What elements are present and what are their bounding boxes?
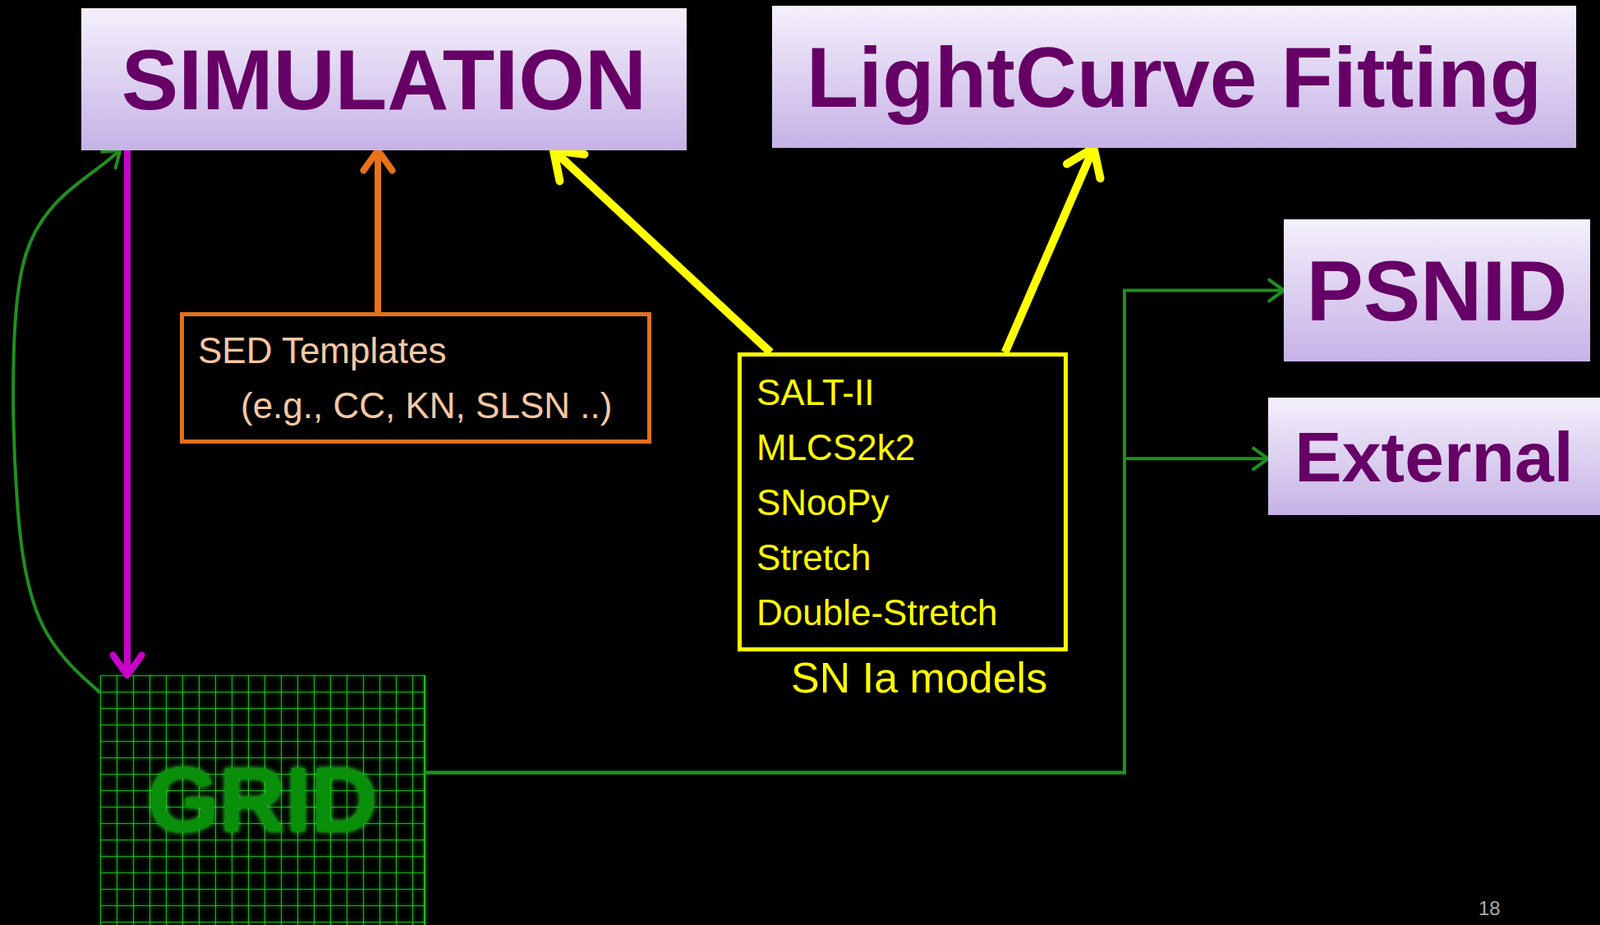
connector-line — [13, 150, 120, 693]
model-list-box: SALT-IIMLCS2k2SNooPyStretchDouble-Stretc… — [737, 352, 1068, 652]
connector — [13, 150, 120, 693]
connector — [424, 280, 1284, 773]
node-text: SNooPy — [756, 474, 889, 530]
connector-line — [1005, 147, 1095, 353]
connector — [424, 448, 1269, 773]
node-text: LightCurve Fitting — [806, 34, 1542, 120]
template-box: SED Templates(e.g., CC, KN, SLSN ..) — [179, 312, 652, 444]
node-text: External — [1294, 421, 1573, 492]
node-text: SED Templates — [197, 322, 446, 378]
grid-node: GRID — [100, 675, 425, 925]
process-box: PSNID — [1283, 219, 1591, 362]
arrow-head — [113, 655, 143, 676]
grid-fill — [100, 675, 425, 925]
process-box: LightCurve Fitting — [772, 5, 1577, 148]
arrow-head — [553, 150, 585, 181]
page-number: 18 — [1478, 896, 1501, 921]
connector-line — [424, 458, 1269, 773]
node-text: SIMULATION — [121, 36, 647, 123]
connector-line — [553, 150, 771, 353]
connector-line — [374, 150, 382, 313]
node-text: Stretch — [756, 529, 871, 585]
connector — [363, 150, 393, 313]
arrow-head — [1268, 280, 1284, 302]
node-text: MLCS2k2 — [756, 419, 915, 475]
node-text: GRID — [147, 754, 378, 846]
connector — [1005, 147, 1101, 353]
arrow-head — [101, 150, 120, 168]
grid-edge — [423, 675, 426, 925]
connector-line — [124, 150, 131, 676]
connector — [553, 150, 771, 353]
group-caption: SN Ia models — [790, 652, 1048, 704]
node-text: Double-Stretch — [756, 584, 998, 640]
process-box: SIMULATION — [81, 8, 687, 151]
node-text: SALT-II — [756, 364, 874, 420]
process-box: External — [1268, 397, 1600, 515]
connector — [113, 150, 143, 676]
connector-line — [424, 290, 1284, 773]
arrow-head — [1066, 147, 1101, 179]
arrow-head — [1253, 448, 1269, 470]
node-text: PSNID — [1306, 248, 1568, 334]
arrow-head — [363, 150, 393, 171]
node-text: (e.g., CC, KN, SLSN ..) — [197, 377, 612, 433]
grid-lines — [100, 675, 425, 925]
